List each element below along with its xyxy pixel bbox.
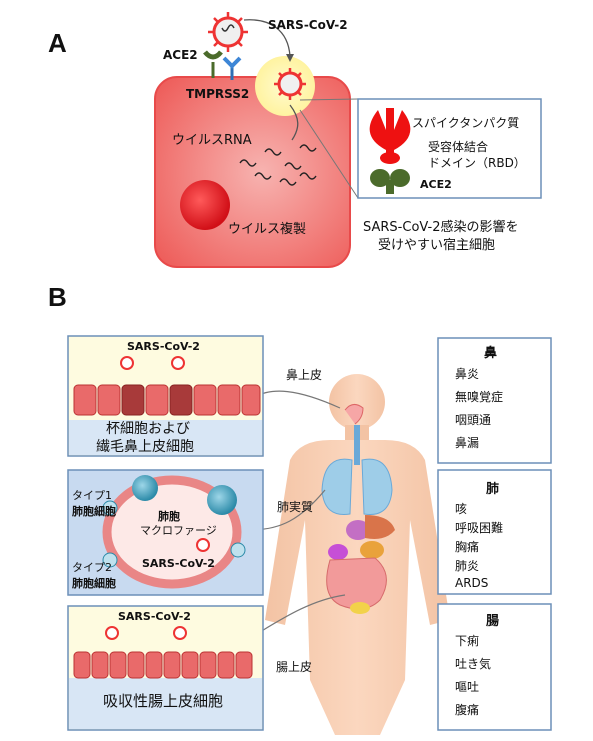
nose-symptom-title: 鼻 xyxy=(484,346,498,361)
ace2-inset-icon xyxy=(370,169,410,194)
host-cell xyxy=(154,76,351,268)
gut-symptom-list: 下痢 吐き気 嘔吐 腹痛 xyxy=(455,632,491,724)
virus-particle-top xyxy=(208,12,248,52)
spike-protein-label: スパイクタンパク質 xyxy=(412,116,520,130)
host-cell-caption-line2: 受けやすい宿主細胞 xyxy=(378,238,496,253)
lung-symptom-title: 肺 xyxy=(486,482,500,497)
nasal-virus-label: SARS-CoV-2 xyxy=(127,340,200,353)
alveolar-macrophages xyxy=(102,475,246,568)
entry-arrow xyxy=(243,19,291,57)
rbd-label-line2: ドメイン（RBD） xyxy=(428,156,526,170)
lung-parenchyma-pointer-label: 肺実質 xyxy=(277,500,314,514)
gut-symptom-box xyxy=(437,603,552,731)
gut-epithelium-pointer-label: 腸上皮 xyxy=(276,660,313,674)
ace2-inset-label: ACE2 xyxy=(420,178,452,191)
lung-virus-particle xyxy=(196,538,210,552)
virus-label: SARS-CoV-2 xyxy=(268,18,348,32)
intestinal-epithelial-cells xyxy=(73,651,253,679)
nose-symptom-box xyxy=(437,337,552,464)
gut-symptom-item: 嘔吐 xyxy=(455,680,480,694)
lung-virus-label: SARS-CoV-2 xyxy=(142,557,215,570)
panel-a-letter: A xyxy=(48,28,67,58)
lung-symptom-list: 咳 呼吸困難 胸痛 肺炎 ARDS xyxy=(455,500,503,595)
nasal-virus-particles xyxy=(120,356,185,370)
viral-replication-label: ウイルス複製 xyxy=(228,222,307,237)
virus-particle-entering xyxy=(274,68,306,100)
nucleus xyxy=(180,180,230,230)
spike-protein-icon xyxy=(369,108,411,164)
tmprss2-label: TMPRSS2 xyxy=(186,87,250,101)
gut-symptom-item: 腹痛 xyxy=(455,703,480,717)
type1-label-line2: 肺胞細胞 xyxy=(72,505,116,518)
gut-virus-particles xyxy=(105,626,187,640)
gut-symptom-item: 下痢 xyxy=(455,634,480,648)
host-cell-caption-line1: SARS-CoV-2感染の影響を xyxy=(363,220,519,235)
nose-symptom-item: 咽頭通 xyxy=(455,413,492,427)
nasal-epithelium-pointer-label: 鼻上皮 xyxy=(286,368,323,382)
macrophage-label-line2: マクロファージ xyxy=(140,524,217,537)
gut-caption: 吸収性腸上皮細胞 xyxy=(103,692,224,710)
ace2-label: ACE2 xyxy=(163,48,198,62)
type2-label-line2: 肺胞細胞 xyxy=(72,577,116,590)
nasal-caption-line2: 繊毛鼻上皮細胞 xyxy=(96,439,194,455)
nose-symptom-item: 鼻漏 xyxy=(455,436,480,450)
type1-label-line1: タイプ1 xyxy=(72,489,112,502)
human-body xyxy=(265,374,450,735)
lung-symptom-item: 胸痛 xyxy=(455,540,480,554)
viral-rna-strands xyxy=(239,144,317,186)
nasal-epithelial-cells xyxy=(73,384,261,416)
nose-symptom-item: 鼻炎 xyxy=(455,367,480,381)
gut-symptom-title: 腸 xyxy=(486,614,500,629)
rbd-label-line1: 受容体結合 xyxy=(428,140,489,154)
lung-symptom-item: 呼吸困難 xyxy=(455,521,504,535)
panel-b-letter: B xyxy=(48,282,67,312)
nose-symptom-item: 無嗅覚症 xyxy=(455,390,504,404)
lung-symptom-item: 肺炎 xyxy=(455,559,480,573)
lung-symptom-item: 咳 xyxy=(455,502,468,516)
zoom-connector xyxy=(299,98,359,199)
nasal-caption-line1: 杯細胞および xyxy=(106,421,190,437)
gut-symptom-item: 吐き気 xyxy=(455,657,492,671)
lung-symptom-box xyxy=(437,469,552,595)
gut-virus-label: SARS-CoV-2 xyxy=(118,610,191,623)
viral-rna-label: ウイルスRNA xyxy=(172,133,252,148)
ace2-receptor xyxy=(203,50,223,78)
type2-label-line1: タイプ2 xyxy=(72,561,112,574)
tmprss2-protein xyxy=(222,56,242,80)
macrophage-label-line1: 肺胞 xyxy=(158,510,180,523)
alveolus xyxy=(102,475,242,589)
nose-symptom-list: 鼻炎 無嗅覚症 咽頭通 鼻漏 xyxy=(455,365,503,457)
lung-symptom-item: ARDS xyxy=(455,576,489,590)
